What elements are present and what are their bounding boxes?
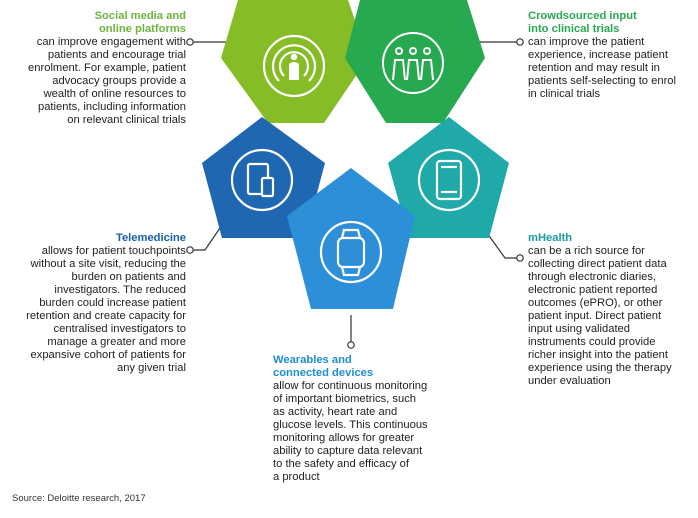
tablet-phone-icon bbox=[230, 148, 294, 212]
tele-body-line: allows for patient touchpoints bbox=[41, 245, 186, 257]
smartwatch-icon bbox=[319, 220, 383, 284]
tele-body-line: retention and create capacity for bbox=[26, 310, 186, 322]
connector-dot-mhealth bbox=[516, 254, 524, 262]
connector-dot-social bbox=[186, 38, 194, 46]
wearables-body-line: allow for continuous monitoring bbox=[273, 380, 428, 392]
wearables-body-line: monitoring allows for greater bbox=[273, 432, 415, 444]
connector-dot-wearables bbox=[347, 341, 355, 349]
tele-body-line: without a site visit, reducing the bbox=[30, 258, 186, 270]
wearables-body-line: ability to capture data relevant bbox=[273, 445, 423, 457]
crowd-body-line: can improve the patient bbox=[528, 36, 645, 48]
connector-mhealth bbox=[486, 232, 520, 259]
people-group-icon bbox=[382, 32, 444, 94]
telemedicine-text: Telemedicine allows for patient touchpoi… bbox=[4, 232, 186, 375]
mhealth-body-line: experience using the therapy bbox=[528, 362, 672, 374]
social-body-line: patients, including information bbox=[37, 101, 186, 113]
social-body-line: wealth of online resources to bbox=[43, 88, 186, 100]
mhealth-body-line: instruments could provide bbox=[528, 336, 656, 348]
source-note: Source: Deloitte research, 2017 bbox=[12, 493, 146, 504]
mhealth-title: mHealth bbox=[528, 232, 573, 244]
mhealth-body-line: through electronic diaries, bbox=[528, 271, 657, 283]
tele-body-line: expansive cohort of patients for bbox=[30, 349, 186, 361]
connector-dot-crowd bbox=[516, 38, 524, 46]
smartphone-icon bbox=[417, 148, 481, 212]
mhealth-body-line: outcomes (ePRO), or other bbox=[528, 297, 663, 309]
telemedicine-title: Telemedicine bbox=[115, 232, 186, 244]
mhealth-body-line: input using validated bbox=[528, 323, 631, 335]
wearables-body-line: glucose levels. This continuous bbox=[273, 419, 428, 431]
mhealth-body-line: electronic patient reported bbox=[528, 284, 658, 296]
mhealth-body-line: collecting direct patient data bbox=[528, 258, 667, 270]
crowd-body-line: retention and may result in bbox=[528, 62, 660, 74]
connector-dot-tele bbox=[186, 246, 194, 254]
social-body-line: advocacy groups provide a bbox=[52, 75, 186, 87]
pentagon-mhealth bbox=[388, 117, 509, 238]
wearables-body-line: as activity, heart rate and bbox=[273, 406, 398, 418]
social-body-line: enrolment. For example, patient bbox=[28, 62, 186, 74]
wearables-body-line: to the safety and efficacy of bbox=[273, 458, 409, 470]
wearables-body-line: a product bbox=[273, 471, 320, 483]
tele-body-line: manage a greater and more bbox=[47, 336, 186, 348]
mhealth-body-line: richer insight into the patient bbox=[528, 349, 668, 361]
mhealth-body-line: can be a rich source for bbox=[528, 245, 645, 257]
tele-body-line: burden could increase patient bbox=[39, 297, 186, 309]
pentagon-social-media bbox=[221, 0, 368, 123]
crowd-body-line: in clinical trials bbox=[528, 88, 601, 100]
connector-tele bbox=[190, 224, 223, 251]
tele-body-line: any given trial bbox=[116, 362, 186, 374]
mhealth-body-line: under evaluation bbox=[528, 375, 611, 387]
mhealth-body-line: patient input. Direct patient bbox=[528, 310, 662, 322]
social-body-line: on relevant clinical trials bbox=[67, 114, 186, 126]
tele-body-line: investigators. The reduced bbox=[54, 284, 186, 296]
tele-body-line: centralised investigators to bbox=[53, 323, 186, 335]
pentagon-crowdsourced bbox=[345, 0, 485, 123]
tele-body-line: burden on patients and bbox=[71, 271, 186, 283]
crowd-body-line: patients self-selecting to enrol bbox=[528, 75, 677, 87]
crowd-body-line: experience, increase patient bbox=[528, 49, 668, 61]
person-broadcast-icon bbox=[262, 34, 326, 98]
wearables-body-line: of important biometrics, such bbox=[273, 393, 417, 405]
social-body-line: patients and encourage trial bbox=[47, 49, 186, 61]
social-body-line: can improve engagement with bbox=[36, 36, 186, 48]
